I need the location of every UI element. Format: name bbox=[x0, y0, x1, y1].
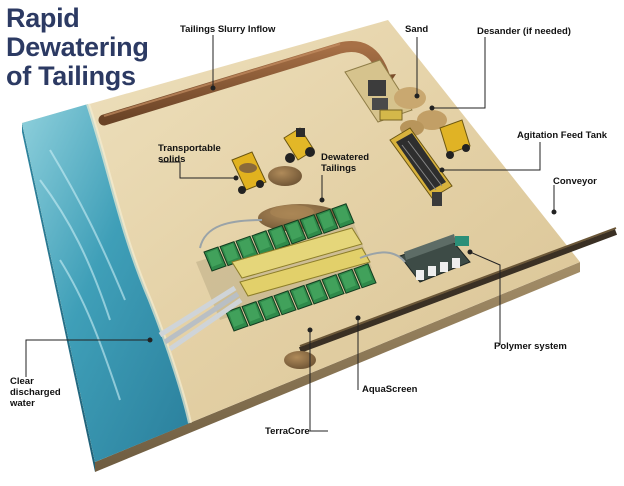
feed-line bbox=[199, 219, 406, 263]
label-conveyor: Conveyor bbox=[553, 176, 597, 187]
module-screen bbox=[277, 292, 292, 311]
label-transportable-solids: Transportable solids bbox=[158, 143, 221, 165]
label-tailings-slurry-inflow: Tailings Slurry Inflow bbox=[180, 24, 276, 35]
title-line-2: Dewatering bbox=[6, 32, 149, 62]
module-screen bbox=[303, 216, 318, 235]
terracore-pile bbox=[284, 351, 316, 369]
front-loader bbox=[283, 127, 315, 163]
module-screen bbox=[287, 222, 302, 240]
polymer-system-unit bbox=[399, 234, 471, 283]
module-screen bbox=[239, 238, 254, 257]
leader-dots bbox=[147, 85, 557, 343]
label-aquascreen: AquaScreen bbox=[362, 384, 418, 395]
label-sand: Sand bbox=[405, 24, 429, 35]
leader-lines bbox=[25, 35, 555, 432]
label-desander: Desander (if needed) bbox=[477, 26, 571, 37]
dump-truck bbox=[231, 151, 267, 194]
title-line-3: of Tailings bbox=[6, 61, 136, 91]
module-screen bbox=[271, 227, 286, 246]
module-screen bbox=[223, 243, 238, 262]
module-screen bbox=[357, 265, 372, 284]
conveyor-belt bbox=[298, 227, 618, 353]
module-screen bbox=[293, 287, 308, 306]
label-terracore: TerraCore bbox=[265, 426, 310, 437]
module-screen bbox=[341, 271, 356, 290]
desander-unit bbox=[344, 59, 413, 123]
module-screen bbox=[319, 211, 334, 230]
agitation-feed-tank bbox=[389, 127, 453, 206]
module-screen bbox=[261, 298, 276, 317]
solids-pile bbox=[268, 166, 302, 186]
module-screen bbox=[207, 249, 222, 267]
module-screen bbox=[335, 205, 350, 224]
label-clear-discharged-water: Clear discharged water bbox=[10, 376, 61, 409]
label-polymer-system: Polymer system bbox=[494, 341, 567, 352]
dewatering-module-array bbox=[196, 203, 377, 332]
title-line-1: Rapid bbox=[6, 3, 80, 33]
module-screen bbox=[245, 303, 260, 322]
module-screen bbox=[309, 282, 324, 300]
module-screen bbox=[229, 309, 244, 327]
label-dewatered-tailings: Dewatered Tailings bbox=[321, 152, 370, 174]
page-title: Rapid Dewatering of Tailings bbox=[6, 4, 149, 91]
haul-truck bbox=[439, 119, 471, 159]
label-agitation-feed-tank: Agitation Feed Tank bbox=[517, 130, 608, 141]
discharge-pipes bbox=[158, 285, 243, 352]
module-screen bbox=[255, 232, 270, 251]
module-screen bbox=[325, 276, 340, 295]
